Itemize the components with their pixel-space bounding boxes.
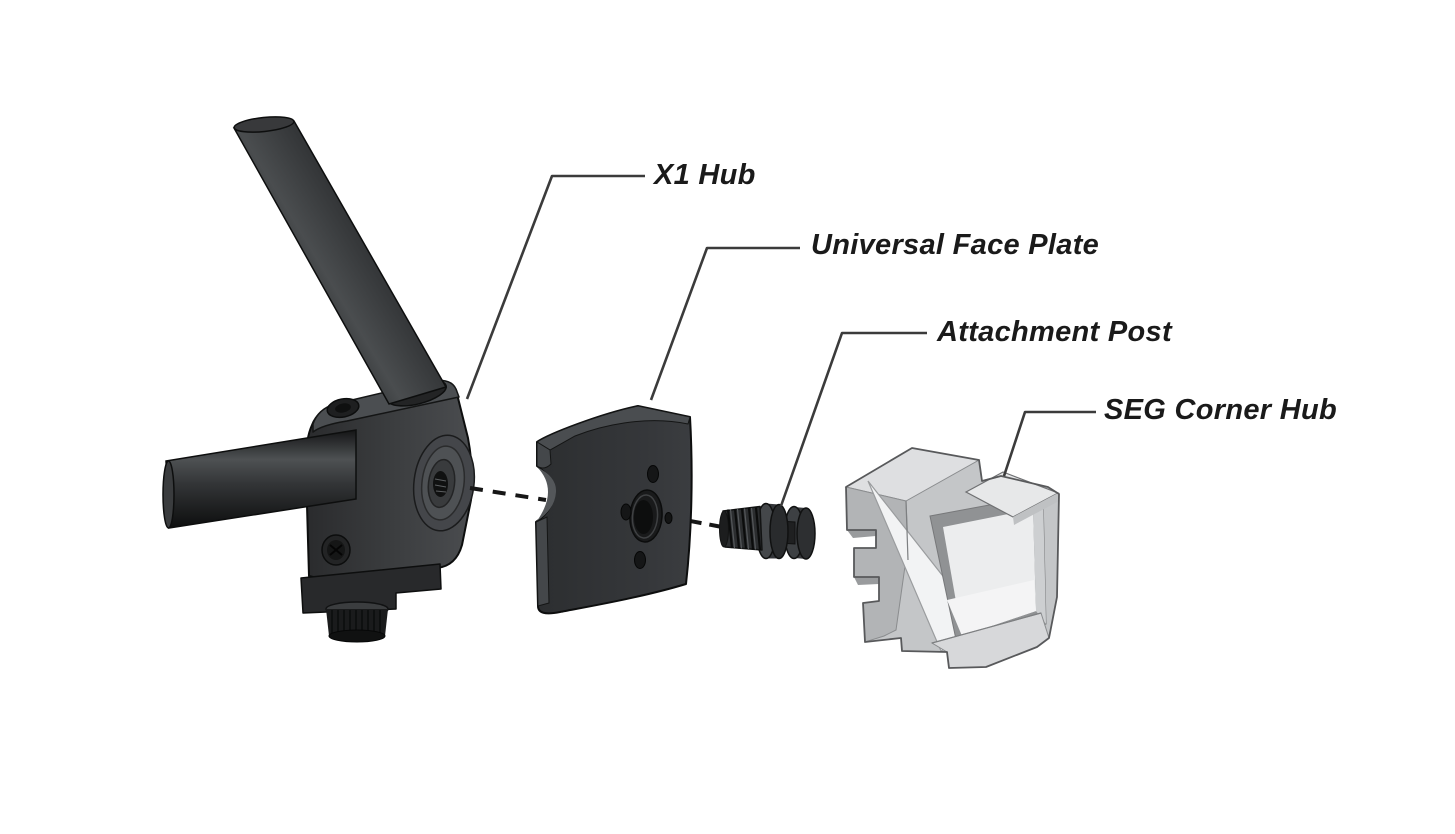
knob-bottom	[328, 629, 386, 643]
horizontal-tube-end-cap	[162, 460, 175, 529]
threaded-hole-threads	[434, 478, 447, 493]
corner-hub-outline	[845, 447, 1060, 669]
seg-corner-hub-drawing	[844, 447, 1060, 669]
post-threads-tip	[719, 510, 729, 548]
face-plate-top-bevel	[536, 405, 691, 451]
x1-hub-threaded-hole	[433, 471, 448, 497]
part-label-universal-face-plate: Universal Face Plate	[811, 229, 1100, 261]
small-hole-right	[664, 512, 673, 524]
side-screw-cross	[329, 544, 343, 556]
post-flange-face	[769, 503, 789, 560]
leader-attachment-post	[779, 331, 927, 507]
post-thread-highlights	[729, 507, 757, 550]
post-thread-ridges	[726, 507, 762, 551]
leader-seg-corner-hub	[1002, 410, 1096, 477]
corner-hub-notch-shadow-1	[847, 530, 876, 538]
center-hole	[634, 500, 653, 534]
center-hole-rim	[631, 494, 659, 539]
corner-hub-notch-shadow-2	[854, 577, 879, 585]
corner-hub-cavity-right-wall	[1033, 495, 1046, 624]
small-hole-bottom	[634, 551, 646, 569]
face-plate-left-bevel	[535, 441, 552, 607]
x1-hub-drawing	[162, 116, 476, 643]
part-label-seg-corner-hub: SEG Corner Hub	[1104, 394, 1337, 426]
part-label-x1-hub: X1 Hub	[654, 159, 756, 191]
face-plate-notch	[537, 467, 557, 521]
small-hole-left	[620, 503, 632, 521]
leader-lines	[465, 174, 1096, 507]
post-head-face	[796, 507, 816, 560]
x1-hub-diagonal-tube	[232, 120, 448, 405]
attachment-post-drawing	[719, 502, 816, 560]
knob-knurling	[331, 610, 381, 636]
leader-universal-face-plate	[649, 246, 800, 401]
x1-hub-base-block	[300, 563, 442, 614]
part-label-attachment-post: Attachment Post	[937, 316, 1172, 348]
leader-x1-hub	[465, 174, 645, 400]
small-hole-top	[647, 465, 659, 483]
corner-hub-rim-edge	[1013, 493, 1059, 525]
diagonal-tube-end-cap	[233, 116, 295, 133]
corner-hub-cavity-floor	[947, 580, 1036, 636]
knurled-knob	[326, 609, 388, 636]
universal-face-plate-drawing	[535, 405, 693, 615]
top-screw-recess	[335, 403, 351, 413]
